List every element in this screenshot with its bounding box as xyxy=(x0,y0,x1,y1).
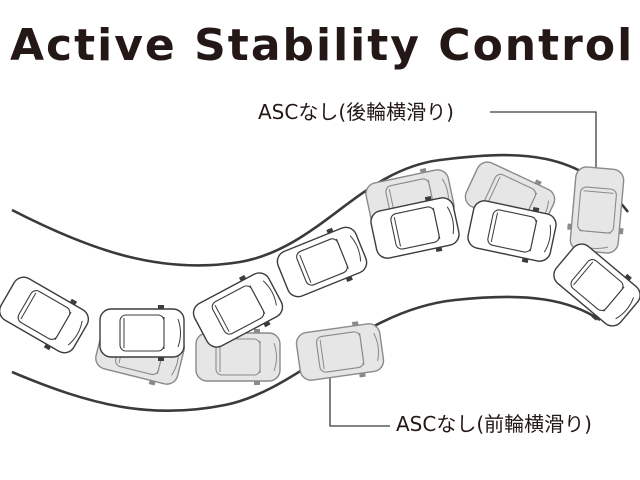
car-path-3-mirror-right xyxy=(263,320,271,328)
car-path-1-hood xyxy=(67,320,83,346)
car-path-7-rear-window xyxy=(573,261,594,286)
car-path-1-body xyxy=(0,276,90,354)
car-path-4-mirror-right xyxy=(345,276,353,282)
car-path-7-body xyxy=(553,243,640,327)
car-ghost-front-slip-3-hood xyxy=(373,332,379,361)
car-path-2-mirror-right xyxy=(158,357,164,361)
car-ghost-rear-slip-1-mirror-left xyxy=(419,168,427,174)
callout-front-wheel-slip: ASCなし(前輪横滑り) xyxy=(396,412,592,436)
page-title: Active Stability Control xyxy=(10,20,635,71)
car-path-4-mirror-left xyxy=(326,227,334,234)
car-ghost-rear-slip-2-mirror-left xyxy=(534,179,542,186)
car-path-6-mirror-left xyxy=(532,206,540,213)
car-path-3-mirror-left xyxy=(238,274,247,282)
car-path-2-mirror-left xyxy=(158,305,164,309)
car-path-5-rear-window xyxy=(393,216,402,247)
car-path-5-body xyxy=(370,197,460,259)
car-path-5-windshield xyxy=(432,207,441,240)
car-path-6-rear-window xyxy=(490,212,499,243)
car-ghost-front-slip-3-mirror-left xyxy=(351,321,359,327)
car-path-4-hood xyxy=(349,235,362,262)
callout-rear-wheel-slip: ASCなし(後輪横滑り) xyxy=(258,100,454,124)
car-path-5 xyxy=(370,196,460,259)
car-ghost-front-slip-3 xyxy=(295,321,385,381)
car-path-1-rear-window xyxy=(20,292,37,320)
car-path-4-body xyxy=(276,226,368,298)
car-ghost-rear-slip-3-mirror-left xyxy=(618,228,624,235)
car-ghost-front-slip-2-mirror-right xyxy=(254,381,260,385)
car-path-3 xyxy=(192,272,284,348)
car-ghost-front-slip-3-mirror-right xyxy=(359,372,366,378)
car-path-3-hood xyxy=(262,280,277,306)
car-path-3-body xyxy=(192,272,284,348)
car-ghost-front-slip-2-mirror-left xyxy=(254,329,260,333)
car-path-4-windshield xyxy=(335,238,349,269)
car-ghost-front-slip-3-windshield xyxy=(359,333,365,365)
car-path-7 xyxy=(553,243,640,327)
car-ghost-rear-slip-3-body xyxy=(569,166,625,254)
car-ghost-rear-slip-2-rear-window xyxy=(486,176,501,205)
car-ghost-rear-slip-3-rear-window xyxy=(583,190,614,194)
car-path-7-mirror-left xyxy=(624,273,632,281)
car-path-1 xyxy=(0,276,90,354)
car-path-6-windshield xyxy=(529,219,538,252)
car-path-2-body xyxy=(99,308,185,358)
car-path-4-rear-window xyxy=(299,254,312,283)
car-ghost-front-slip-3-body xyxy=(295,323,385,381)
car-path-1-windshield xyxy=(54,311,72,341)
car-path-6-mirror-right xyxy=(521,257,529,263)
car-path-6-hood xyxy=(543,224,552,253)
car-ghost-rear-slip-3-windshield xyxy=(579,230,612,234)
car-ghost-front-slip-2-hood xyxy=(273,342,277,372)
car-path-1-mirror-left xyxy=(69,298,78,306)
car-path-7-mirror-right xyxy=(591,313,599,321)
callout-leader-front xyxy=(329,358,390,427)
car-ghost-front-slip-1-mirror-right xyxy=(148,380,156,386)
car-path-5-hood xyxy=(446,206,455,235)
car-path-1-mirror-right xyxy=(43,343,52,351)
car-path-4 xyxy=(276,226,368,298)
car-path-6-body xyxy=(467,200,557,262)
car-path-5-mirror-left xyxy=(424,196,432,202)
car-path-3-windshield xyxy=(249,285,266,315)
car-path-3-rear-window xyxy=(214,304,230,332)
road-upper-edge xyxy=(11,153,630,267)
car-path-6 xyxy=(467,200,557,263)
car-path-7-hood xyxy=(615,297,635,320)
car-path-7-windshield xyxy=(603,286,625,312)
car-ghost-rear-slip-3 xyxy=(567,166,625,254)
car-ghost-rear-slip-3-mirror-right xyxy=(567,223,572,230)
car-ghost-front-slip-3-rear-window xyxy=(319,339,325,370)
car-path-5-mirror-right xyxy=(435,246,443,253)
car-path-2 xyxy=(99,305,185,361)
car-path-2-hood xyxy=(177,318,181,348)
